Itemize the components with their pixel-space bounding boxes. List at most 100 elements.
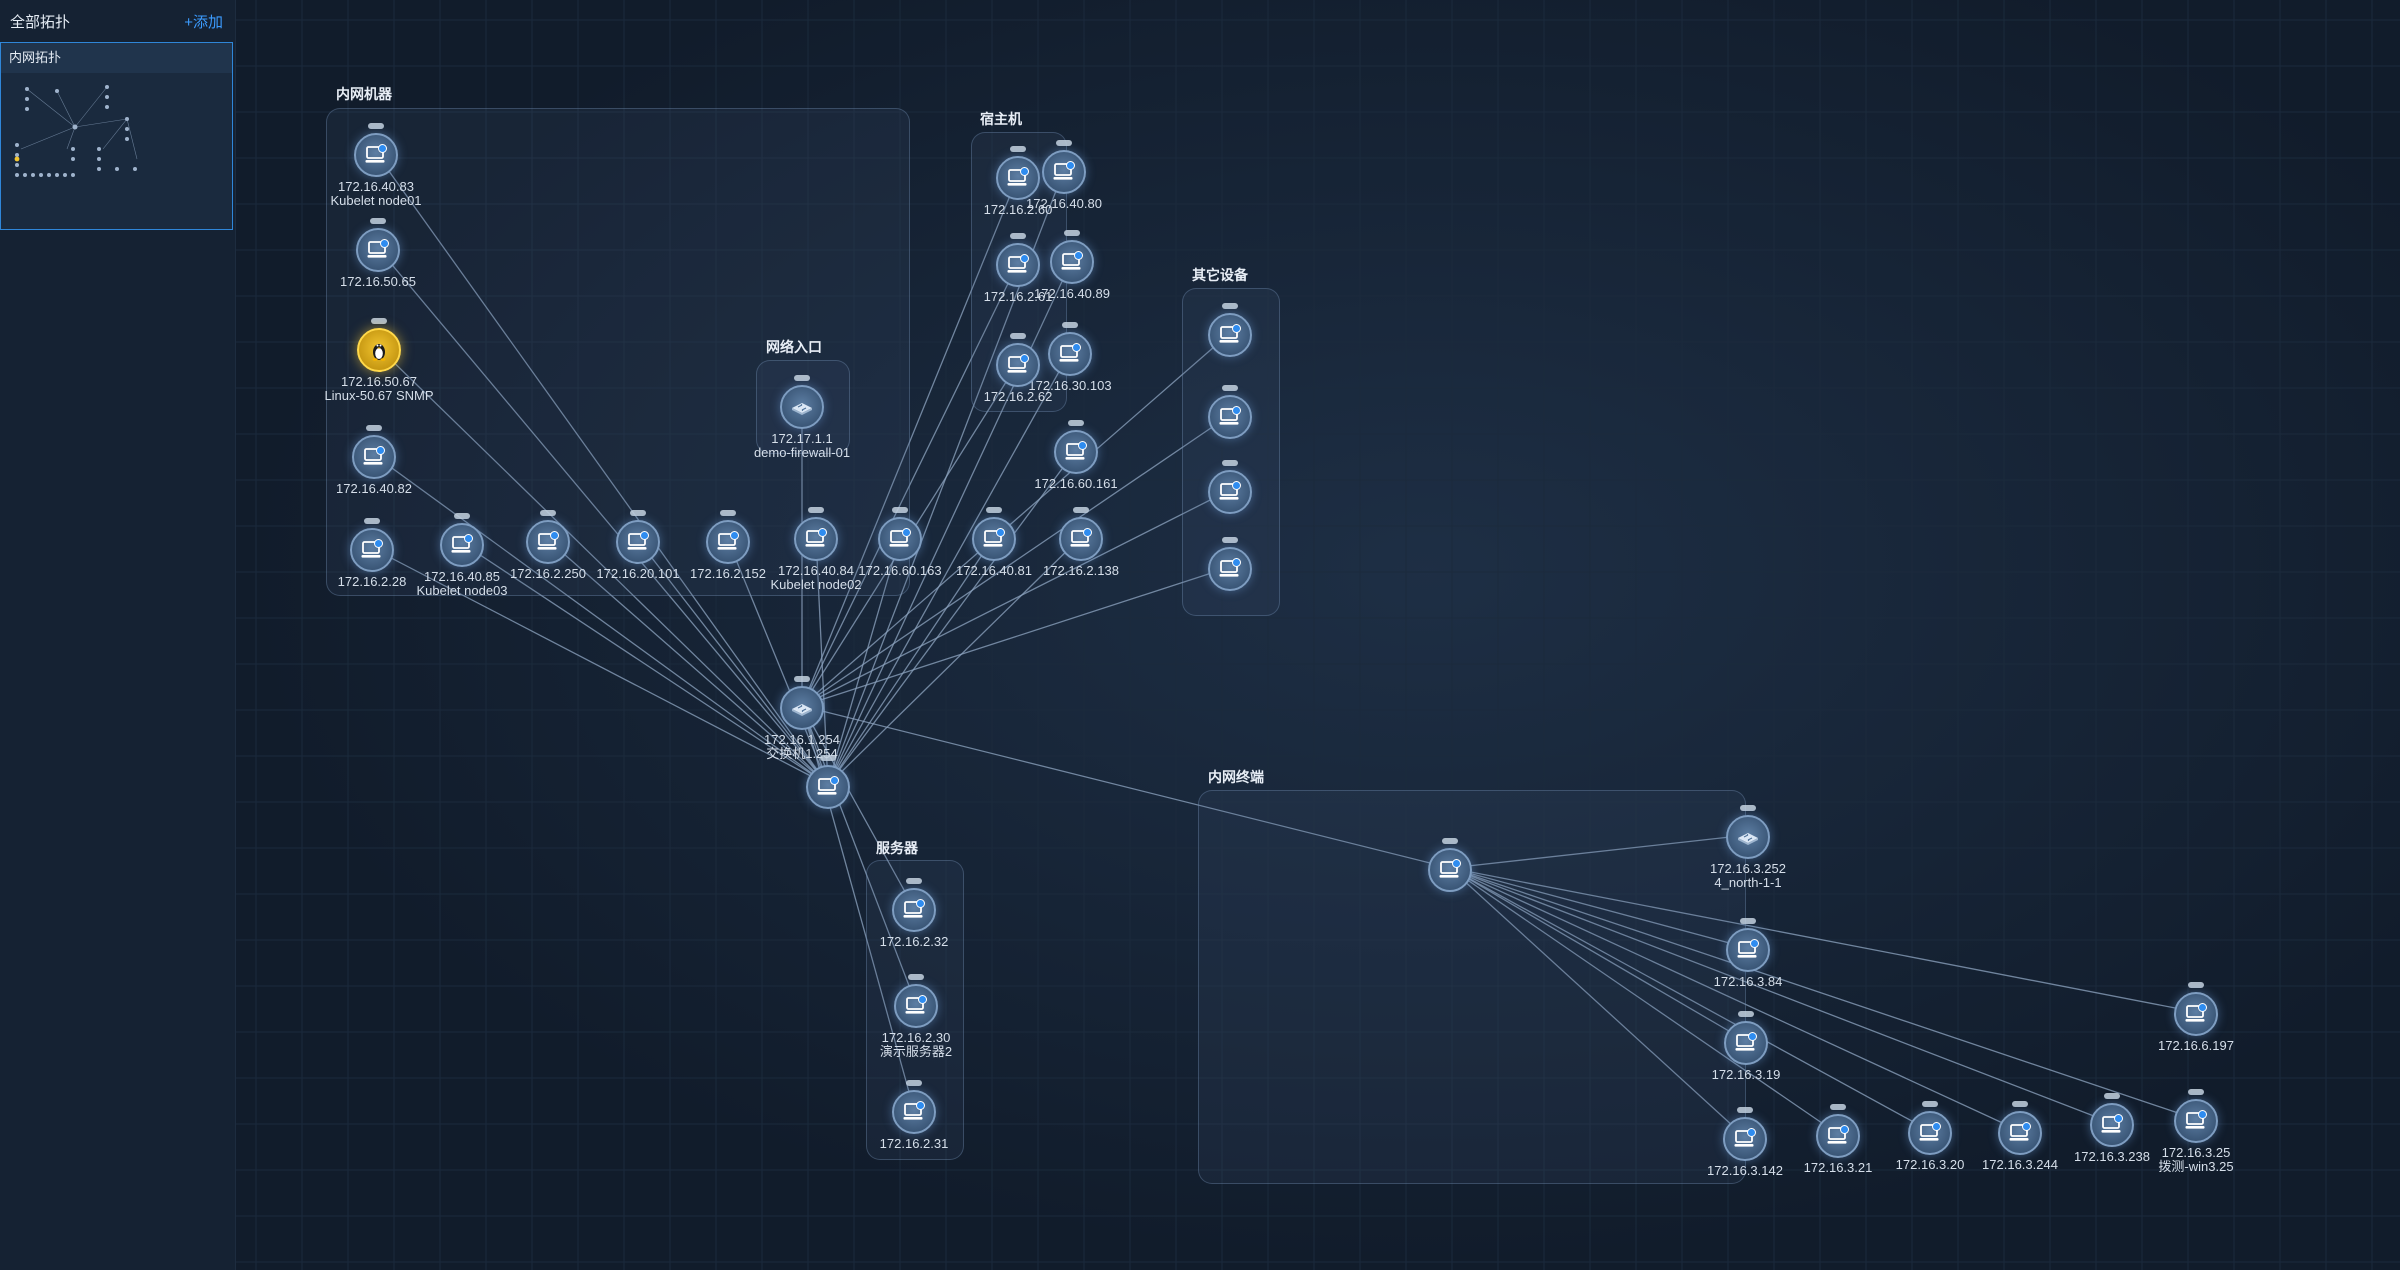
- node-n22[interactable]: [1155, 303, 1305, 357]
- node-n37[interactable]: 172.16.3.20: [1855, 1101, 2005, 1172]
- node-n4[interactable]: 172.16.40.82: [299, 425, 449, 496]
- link-n31-n39[interactable]: [1449, 867, 2113, 1124]
- server-icon: [356, 228, 400, 272]
- add-topology-button[interactable]: +添加: [184, 13, 223, 31]
- node-status-tag: [794, 676, 810, 682]
- server-icon: [1726, 928, 1770, 972]
- node-n40[interactable]: 172.16.6.197: [2121, 982, 2271, 1053]
- node-status-tag: [1056, 140, 1072, 146]
- topology-card-intranet[interactable]: 内网拓扑: [0, 42, 233, 230]
- link-n31-n35[interactable]: [1449, 867, 1746, 1138]
- link-n26-n23[interactable]: [801, 414, 1231, 707]
- link-n27-n11[interactable]: [827, 536, 901, 786]
- link-n31-n40[interactable]: [1449, 867, 2197, 1013]
- group-intranet-terminals[interactable]: [1198, 790, 1746, 1184]
- node-status-tag: [1062, 322, 1078, 328]
- link-n26-n28[interactable]: [801, 705, 915, 909]
- link-n26-n22[interactable]: [801, 332, 1231, 707]
- node-n38[interactable]: 172.16.3.244: [1945, 1101, 2095, 1172]
- node-n16[interactable]: 172.16.30.103: [995, 322, 1145, 393]
- node-n5[interactable]: 172.16.2.28: [297, 518, 447, 589]
- node-n9[interactable]: 172.16.2.152: [653, 510, 803, 581]
- server-icon: [2174, 1099, 2218, 1143]
- link-n31-n33[interactable]: [1449, 867, 1749, 949]
- switch-icon: [780, 686, 824, 730]
- group-title-network-entry: 网络入口: [766, 339, 822, 355]
- link-n26-n24[interactable]: [801, 489, 1231, 707]
- server-icon: [352, 435, 396, 479]
- node-n2[interactable]: 172.16.50.65: [303, 218, 453, 289]
- link-n26-n31[interactable]: [801, 705, 1451, 869]
- link-n27-n8[interactable]: [637, 539, 829, 786]
- node-n27[interactable]: [753, 755, 903, 809]
- link-n27-n16[interactable]: [827, 351, 1071, 786]
- node-n36[interactable]: 172.16.3.21: [1763, 1104, 1913, 1175]
- link-n27-n12[interactable]: [827, 536, 995, 786]
- node-n11[interactable]: 172.16.60.163: [825, 507, 975, 578]
- node-n30[interactable]: 172.16.2.31: [839, 1080, 989, 1151]
- link-n27-n1[interactable]: [375, 152, 829, 786]
- node-n31[interactable]: [1375, 838, 1525, 892]
- link-n27-n2[interactable]: [377, 247, 829, 786]
- node-n14[interactable]: 172.16.40.80: [989, 140, 1139, 211]
- node-n15[interactable]: 172.16.40.89: [997, 230, 1147, 301]
- server-icon: [1723, 1117, 1767, 1161]
- server-icon: [1059, 517, 1103, 561]
- node-n20[interactable]: 172.16.2.61: [943, 233, 1093, 304]
- link-n31-n38[interactable]: [1449, 867, 2021, 1132]
- link-n27-n3[interactable]: [378, 347, 829, 786]
- node-status-tag: [906, 1080, 922, 1086]
- node-n21[interactable]: 172.16.2.62: [943, 333, 1093, 404]
- link-n27-n5[interactable]: [371, 547, 829, 786]
- link-n27-n9[interactable]: [727, 539, 829, 786]
- node-n39[interactable]: 172.16.3.238: [2037, 1093, 2187, 1164]
- link-n27-n13[interactable]: [827, 536, 1082, 786]
- node-status-tag: [2188, 982, 2204, 988]
- node-n24[interactable]: [1155, 460, 1305, 514]
- node-n19[interactable]: 172.16.2.60: [943, 146, 1093, 217]
- link-n27-n17[interactable]: [827, 449, 1077, 786]
- link-n26-n25[interactable]: [801, 566, 1231, 707]
- node-n8[interactable]: 172.16.20.101: [563, 510, 713, 581]
- link-n27-n6[interactable]: [461, 542, 829, 786]
- topology-canvas[interactable]: 内网机器 网络入口 宿主机 其它设备 服务器 内网终端 172.16.40.83…: [236, 0, 2400, 1270]
- node-status-tag: [1010, 146, 1026, 152]
- link-n31-n32[interactable]: [1449, 834, 1749, 869]
- node-n34[interactable]: 172.16.3.19: [1671, 1011, 1821, 1082]
- node-ip-label: 172.16.50.67: [341, 374, 417, 389]
- node-n28[interactable]: 172.16.2.32: [839, 878, 989, 949]
- link-n31-n41[interactable]: [1449, 867, 2197, 1120]
- node-name-label: 拨测-win3.25: [2158, 1159, 2234, 1174]
- node-n12[interactable]: 172.16.40.81: [919, 507, 1069, 578]
- node-n23[interactable]: [1155, 385, 1305, 439]
- server-icon: [892, 888, 936, 932]
- node-n7[interactable]: 172.16.2.250: [473, 510, 623, 581]
- link-n27-n10[interactable]: [815, 536, 829, 786]
- link-n31-n34[interactable]: [1449, 867, 1747, 1042]
- link-n26-n20[interactable]: [801, 262, 1019, 707]
- node-n33[interactable]: 172.16.3.84: [1673, 918, 1823, 989]
- link-n31-n36[interactable]: [1449, 867, 1839, 1135]
- node-status-tag: [1222, 385, 1238, 391]
- node-n17[interactable]: 172.16.60.161: [1001, 420, 1151, 491]
- node-ip-label: 172.16.2.152: [690, 566, 766, 581]
- node-n25[interactable]: [1155, 537, 1305, 591]
- link-n27-n7[interactable]: [547, 539, 829, 786]
- link-n31-n37[interactable]: [1449, 867, 1931, 1132]
- node-status-tag: [366, 425, 382, 431]
- link-n26-n19[interactable]: [801, 175, 1019, 707]
- node-name-label: 4_north-1-1: [1714, 875, 1782, 890]
- node-n13[interactable]: 172.16.2.138: [1006, 507, 1156, 578]
- group-intranet-machines[interactable]: [326, 108, 910, 596]
- node-n35[interactable]: 172.16.3.142: [1670, 1107, 1820, 1178]
- link-n27-n4[interactable]: [373, 454, 829, 786]
